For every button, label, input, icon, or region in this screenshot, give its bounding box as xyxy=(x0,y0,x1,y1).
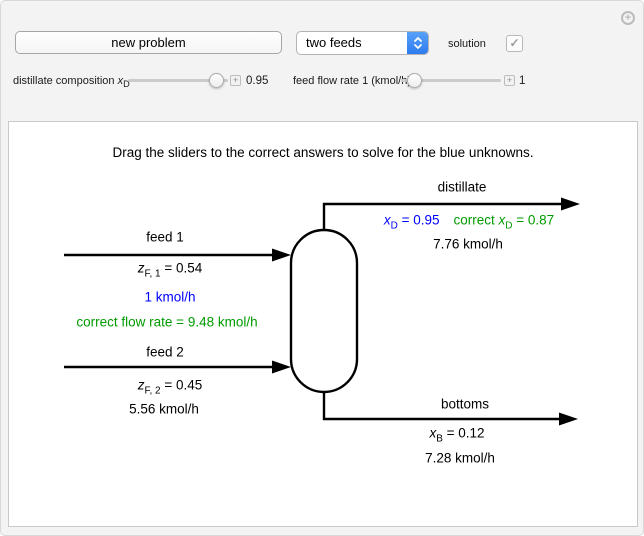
bottoms-stream-label: bottoms xyxy=(440,396,490,412)
distillate-slider-value: 0.95 xyxy=(246,75,269,87)
solution-label: solution xyxy=(448,38,486,50)
check-icon: ✓ xyxy=(509,36,520,50)
distillate-flow-value: 7.76 kmol/h xyxy=(433,236,503,252)
feed-flow-slider-expander[interactable]: + xyxy=(504,75,515,86)
bottoms-flow-value: 7.28 kmol/h xyxy=(425,450,495,466)
bottoms-composition-value: xB = 0.12 xyxy=(429,425,485,445)
solution-checkbox[interactable]: ✓ xyxy=(506,35,523,52)
feed2-stream-label: feed 2 xyxy=(146,344,184,360)
feed-flow-slider-track[interactable] xyxy=(401,79,501,82)
feed2-flow-value: 5.56 kmol/h xyxy=(129,401,199,417)
feeds-dropdown-value: two feeds xyxy=(306,35,362,50)
column-vessel xyxy=(289,228,359,394)
dropdown-stepper-icon xyxy=(407,32,428,54)
feed-flow-slider-label: feed flow rate 1 (kmol/h) xyxy=(293,75,411,87)
distillate-composition-row: xD = 0.95 correct xD = 0.87 xyxy=(384,213,554,232)
diagram-panel: Drag the sliders to the correct answers … xyxy=(8,121,638,527)
distillate-composition-guess: xD = 0.95 xyxy=(383,212,440,232)
new-problem-button[interactable]: new problem xyxy=(15,31,282,54)
options-plus-icon[interactable]: + xyxy=(621,11,635,25)
feed1-stream-label: feed 1 xyxy=(146,229,184,245)
bottoms-arrow xyxy=(322,391,578,426)
feed1-composition-value: zF, 1 = 0.54 xyxy=(137,260,203,280)
distillate-slider-track[interactable] xyxy=(128,79,228,82)
feed-flow-slider-thumb[interactable] xyxy=(407,73,422,88)
distillate-arrow xyxy=(322,197,580,231)
flow-diagram-lines xyxy=(64,197,580,426)
feeds-dropdown[interactable]: two feeds xyxy=(296,31,429,55)
distillate-slider-expander[interactable]: + xyxy=(230,75,241,86)
feed1-arrow xyxy=(64,248,291,262)
distillate-composition-correct: correct xD = 0.87 xyxy=(453,212,555,232)
feed1-flow-correct: correct flow rate = 9.48 kmol/h xyxy=(76,314,258,330)
distillate-slider-label: distillate composition xD xyxy=(13,75,130,90)
instruction-text: Drag the sliders to the correct answers … xyxy=(112,145,534,160)
distillate-slider-thumb[interactable] xyxy=(209,73,224,88)
feed2-arrow xyxy=(64,360,291,374)
feed-flow-slider-value: 1 xyxy=(519,75,526,87)
feed1-flow-guess: 1 kmol/h xyxy=(144,289,196,305)
distillate-stream-label: distillate xyxy=(437,179,487,195)
feed2-composition-value: zF, 2 = 0.45 xyxy=(137,377,203,397)
